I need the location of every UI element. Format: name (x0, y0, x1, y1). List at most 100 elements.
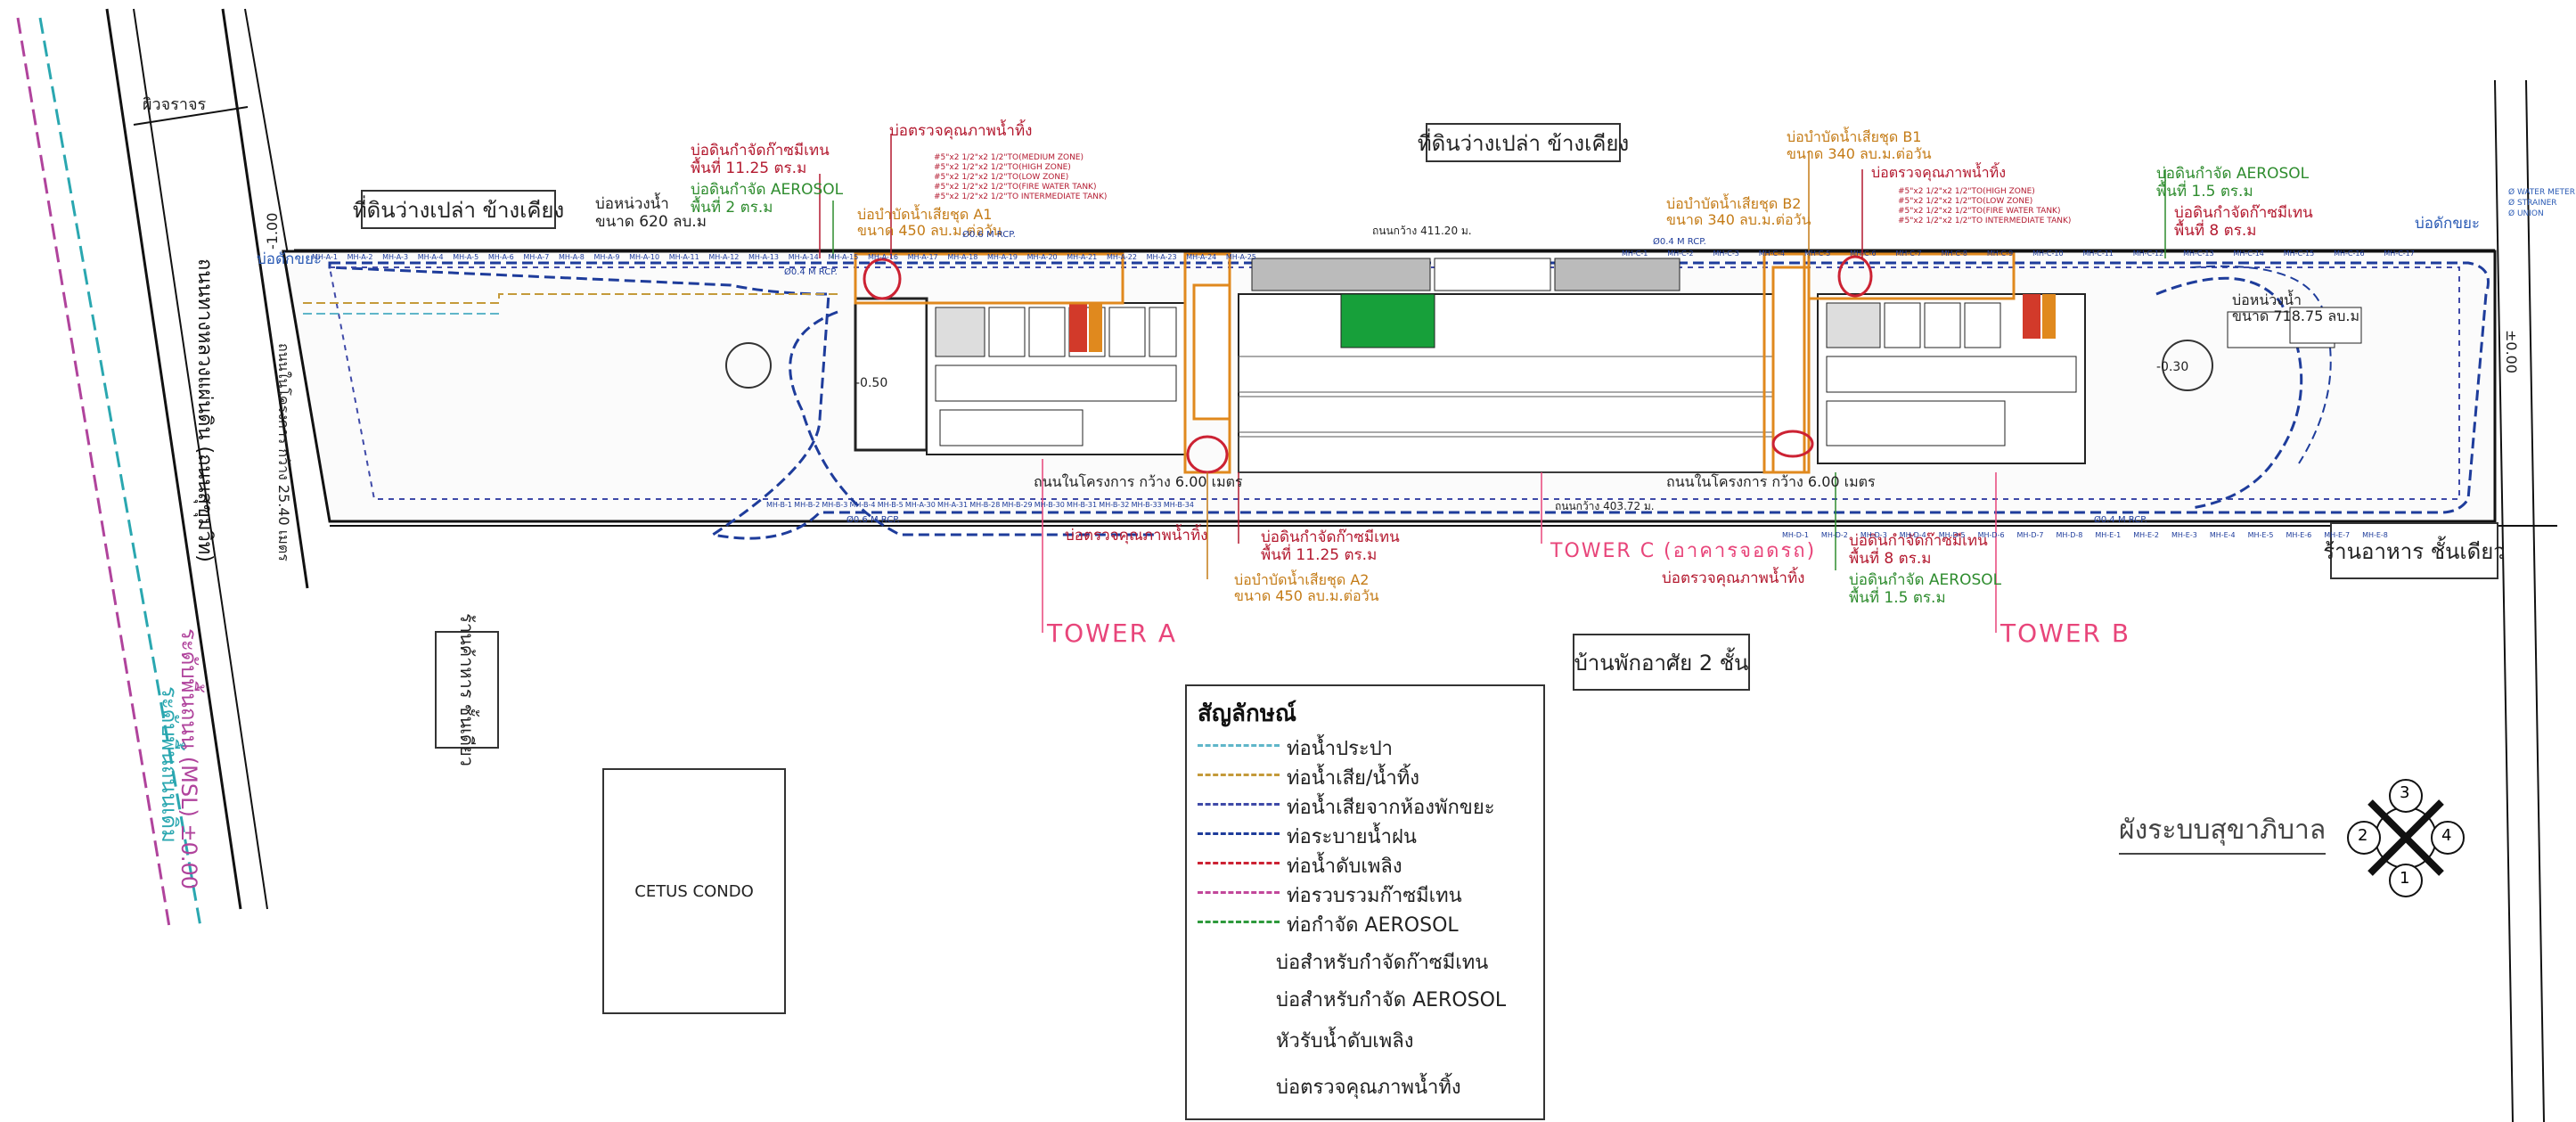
key-plan-symbol (2347, 779, 2465, 897)
shophouse-left: ร้านค้าหาร ชั้นเดียว (435, 613, 499, 766)
legend-line-swatch (1198, 832, 1280, 835)
level-b: -0.30 (2156, 360, 2189, 374)
tower-b-text: TOWER B (2000, 618, 2131, 648)
manhole-label: MH-A-1 (312, 253, 338, 261)
level-minus-left: -1.00 (264, 212, 281, 250)
manhole-label: MH-C-2 (1667, 250, 1694, 258)
manhole-label: MH-C-11 (2082, 250, 2114, 258)
manhole-label: MH-C-16 (2334, 250, 2365, 258)
tower-c-label: TOWER C (อาคารจอดรถ) (1550, 535, 1816, 566)
pipe-label-4: Ø0.6 M RCP. (846, 515, 900, 525)
legend-row-aerosol: ท่อกำจัด AEROSOL (1198, 907, 1536, 937)
vacant-land-top: ที่ดินว่างเปล่า ข้างเคียง (1418, 123, 1629, 162)
manhole-label: MH-B-5 (877, 501, 904, 509)
legend-title: สัญลักษณ์ (1198, 700, 1296, 727)
manhole-label: MH-A-3 (382, 253, 409, 261)
zone-a-2: #5"x2 1/2"x2 1/2"TO(HIGH ZONE) (934, 163, 1071, 172)
methane-b2-title: บ่อดินกำจัดก๊าซมีเทน (1849, 532, 1988, 550)
manhole-label: MH-B-28 (969, 501, 1001, 509)
zone-a-1: #5"x2 1/2"x2 1/2"TO(MEDIUM ZONE) (934, 153, 1084, 162)
legend-row-garbage_waste: ท่อน้ำเสียจากห้องพักขยะ (1198, 790, 1536, 819)
manhole-label: MH-B-29 (1002, 501, 1033, 509)
zone-b-1: #5"x2 1/2"x2 1/2"TO(HIGH ZONE) (1898, 187, 2035, 196)
key-plan-number-4: 4 (2441, 826, 2452, 845)
manhole-label: MH-E-3 (2171, 531, 2197, 539)
manhole-label: MH-B-3 (822, 501, 848, 509)
manhole-label: MH-B-32 (1099, 501, 1130, 509)
storm-drain-loop (303, 261, 2490, 540)
water-meter-note-1: Ø WATER METER (2508, 188, 2575, 197)
manhole-label: MH-A-4 (417, 253, 444, 261)
legend-methane-pit: บ่อสำหรับกำจัดก๊าซมีเทน (1276, 952, 1489, 974)
lane-note-a: ถนนในโครงการ กว้าง 6.00 เมตร (1034, 473, 1243, 490)
manhole-label: MH-E-7 (2324, 531, 2351, 539)
zone-b-2: #5"x2 1/2"x2 1/2"TO(LOW ZONE) (1898, 197, 2033, 206)
legend-line-label: ท่อระบายน้ำฝน (1287, 826, 1417, 848)
manhole-label: MH-B-33 (1131, 501, 1162, 509)
manhole-label: MH-A-6 (487, 253, 514, 261)
manhole-label: MH-B-34 (1163, 501, 1194, 509)
manhole-label: MH-C-1 (1622, 250, 1648, 258)
road-original-level-label: ระดับพื้นถนนเดิม (157, 686, 182, 843)
main-road-lines (16, 8, 331, 928)
manhole-label: MH-A-23 (1146, 253, 1177, 261)
legend-fire-inlet: หัวรับน้ำดับเพลิง (1276, 1030, 1414, 1052)
pipe-label-3: Ø0.4 M RCP. (1653, 237, 1706, 247)
retention-right-size: ขนาด 718.75 ลบ.ม (2232, 307, 2359, 324)
methane-a-title: บ่อดินกำจัดก๊าซมีเทน (691, 142, 830, 160)
legend-row-fire_water: ท่อน้ำดับเพลิง (1198, 848, 1536, 878)
manhole-label: MH-C-9 (1986, 250, 2014, 258)
manhole-label: MH-D-5 (1938, 531, 1966, 539)
vacant-land-left-text: ที่ดินว่างเปล่า ข้างเคียง (352, 197, 565, 223)
methane-b-area: พื้นที่ 8 ตร.ม (2174, 222, 2257, 240)
manhole-label: MH-C-3 (1713, 250, 1739, 258)
manhole-label: MH-C-15 (2283, 250, 2315, 258)
manhole-label: MH-A-30 (904, 501, 936, 509)
tower-a-text: TOWER A (1047, 618, 1178, 648)
manhole-label: MH-A-11 (668, 253, 699, 261)
legend-line-swatch (1198, 803, 1280, 806)
legend-row-storm_drain: ท่อระบายน้ำฝน (1198, 819, 1536, 848)
manhole-label: MH-E-8 (2362, 531, 2388, 539)
drive-length-bottom: ถนนกว้าง 403.72 ม. (1555, 500, 1655, 512)
manhole-label: MH-B-1 (766, 501, 792, 509)
water-meter-notes: Ø WATER METER Ø STRAINER Ø UNION (2508, 187, 2575, 219)
legend-line-swatch (1198, 744, 1280, 747)
manhole-label: MH-D-7 (2016, 531, 2044, 539)
manhole-label: MH-C-6 (1850, 250, 1877, 258)
pipe-label-2: Ø0.6 M RCP. (962, 230, 1016, 240)
legend-row-water_supply: ท่อน้ำประปา (1198, 731, 1536, 760)
leader-lines (819, 134, 2166, 633)
inspection-callout-top-a: บ่อตรวจคุณภาพน้ำทิ้ง (889, 122, 1033, 140)
manhole-label: MH-D-8 (2056, 531, 2083, 539)
aerosol-b-title: บ่อดินกำจัด AEROSOL (2156, 165, 2310, 183)
manhole-label: MH-A-9 (593, 253, 620, 261)
manhole-label: MH-A-2 (347, 253, 373, 261)
legend-line-label: ท่อกำจัด AEROSOL (1287, 914, 1459, 937)
manhole-label: MH-C-7 (1895, 250, 1922, 258)
tower-a-label: TOWER A (1047, 618, 1177, 648)
treatment-a2-title: บ่อบำบัดน้ำเสียชุด A2 (1234, 571, 1370, 588)
aerosol-a-area: พื้นที่ 2 ตร.ม (691, 199, 773, 217)
manhole-label: MH-A-24 (1186, 253, 1217, 261)
methane-b-title: บ่อดินกำจัดก๊าซมีเทน (2174, 204, 2313, 222)
manhole-label: MH-E-4 (2209, 531, 2236, 539)
manhole-label: MH-A-19 (986, 253, 1018, 261)
manhole-label: MH-A-7 (523, 253, 550, 261)
tower-c-text: TOWER C (อาคารจอดรถ) (1550, 540, 1817, 562)
zone-b-4: #5"x2 1/2"x2 1/2"TO INTERMEDIATE TANK) (1898, 217, 2072, 225)
legend-line-swatch (1198, 921, 1280, 923)
internal-road-note: ถนนในโครงการ กว้าง 25.40 เมตร (275, 343, 292, 561)
road-name-label: ถนนทางหลวงแผ่นดิน (ถนนสุขุมวิท) (193, 258, 216, 562)
retention-left-size: ขนาด 620 ลบ.ม (595, 213, 707, 231)
manhole-label: MH-C-4 (1758, 250, 1786, 258)
treatment-b2-size: ขนาด 340 ลบ.ม.ต่อวัน (1666, 211, 1811, 228)
manhole-label: MH-B-31 (1067, 501, 1098, 509)
manhole-label: MH-A-5 (453, 253, 479, 261)
inspection-callout-top-b: บ่อตรวจคุณภาพน้ำทิ้ง (1871, 164, 2007, 181)
manhole-label: MH-A-25 (1225, 253, 1256, 261)
manhole-label: MH-A-14 (788, 253, 819, 261)
manhole-label: MH-C-10 (2032, 250, 2064, 258)
